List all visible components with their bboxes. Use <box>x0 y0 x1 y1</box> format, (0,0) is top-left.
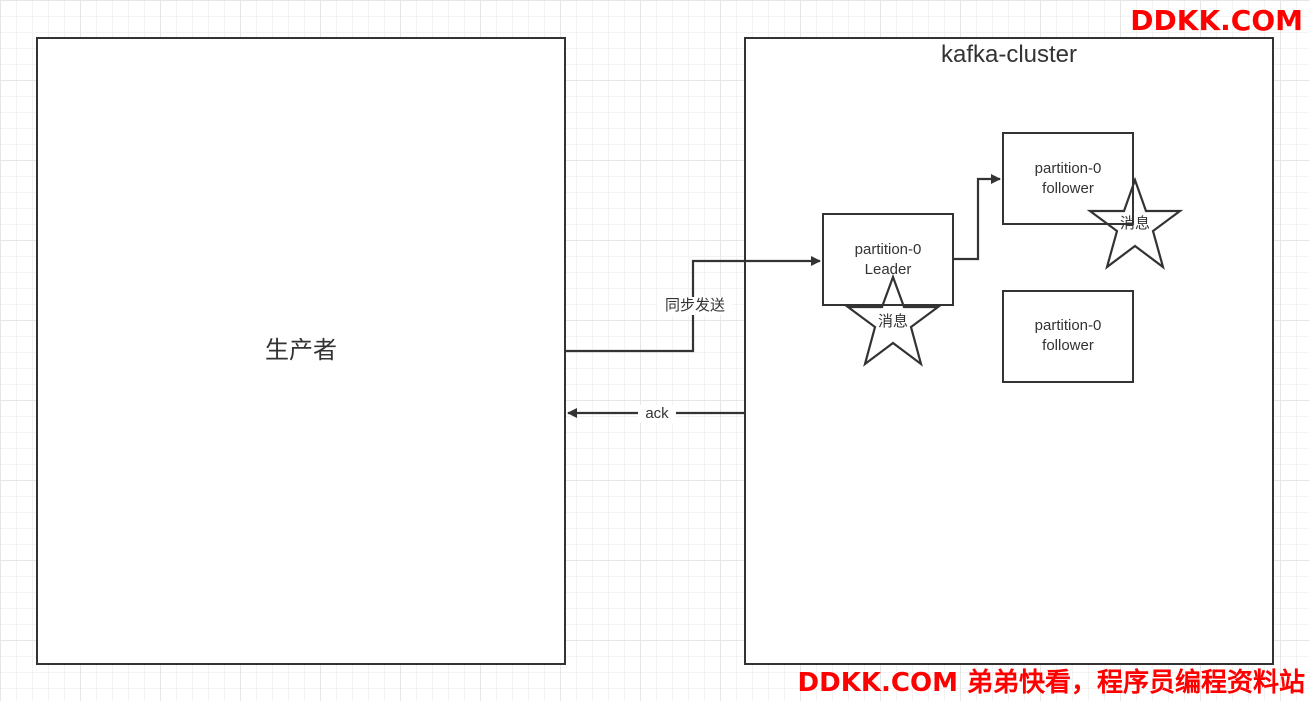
message-star-follower-label: 消息 <box>1119 215 1150 232</box>
message-star-follower <box>1086 176 1184 270</box>
partition-follower-1-line1: partition-0 <box>1034 160 1102 177</box>
partition-follower-1-line2: follower <box>1042 180 1094 197</box>
partition-leader-line1: partition-0 <box>854 241 922 258</box>
replicate-edge <box>954 174 1001 261</box>
watermark-bottom: DDKK.COM 弟弟快看，程序员编程资料站 <box>797 668 1305 698</box>
partition-leader-line2: Leader <box>864 261 912 278</box>
partition-follower-2-box <box>1002 290 1134 383</box>
watermark-top: DDKK.COM <box>1130 4 1303 37</box>
sync-send-edge-label: 同步发送 <box>658 297 732 315</box>
partition-follower-2-line2: follower <box>1042 337 1094 354</box>
kafka-cluster-label: kafka-cluster <box>940 41 1078 68</box>
partition-follower-1-box <box>1002 132 1134 225</box>
ack-edge-label: ack <box>638 405 676 423</box>
message-star-leader-label: 消息 <box>877 313 908 330</box>
partition-follower-2-line1: partition-0 <box>1034 317 1102 334</box>
producer-box <box>36 37 566 665</box>
message-star-leader <box>844 273 942 367</box>
producer-label: 生产者 <box>265 337 337 364</box>
